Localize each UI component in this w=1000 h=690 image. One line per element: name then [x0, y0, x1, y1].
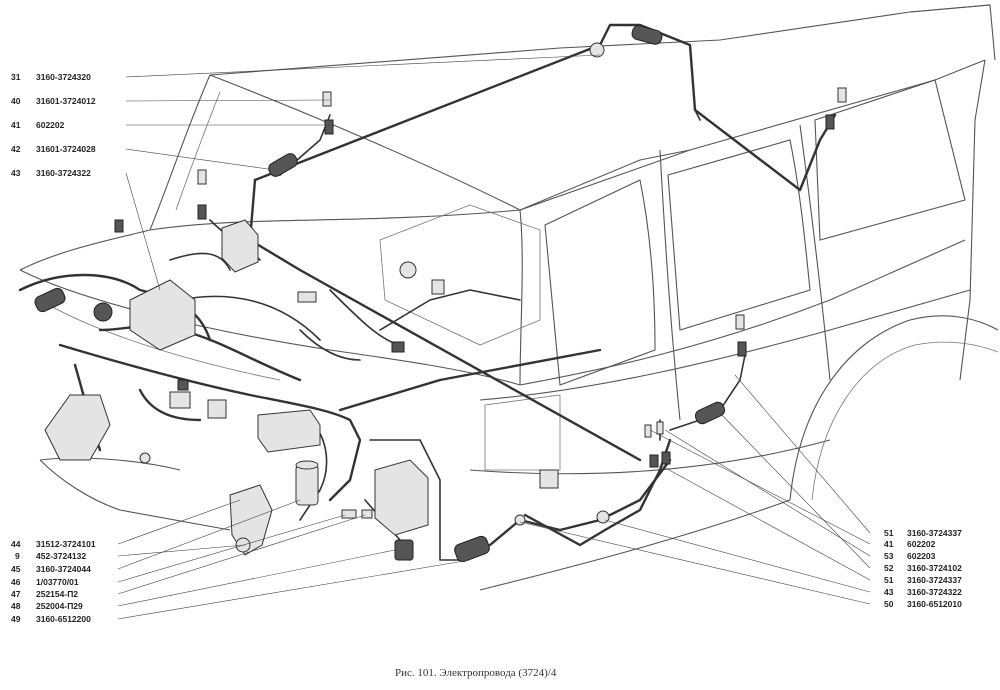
grommet [589, 42, 605, 58]
label-number: 44 [11, 539, 21, 549]
label-number: 42 [11, 144, 21, 154]
label-number: 43 [884, 587, 894, 597]
labels-left: 31 3160-3724320 40 31601-3724012 41 6022… [11, 72, 96, 624]
switch [431, 279, 445, 295]
label-number: 46 [11, 577, 21, 587]
label-code: 452-3724132 [36, 551, 86, 561]
instrument [399, 261, 417, 279]
label-number: 51 [884, 528, 894, 538]
label-number: 50 [884, 599, 894, 609]
label-number: 40 [11, 96, 21, 106]
label-code: 3160-6512200 [36, 614, 91, 624]
lamp [539, 469, 559, 489]
label-code: 31512-3724101 [36, 539, 96, 549]
label-number: 47 [11, 589, 21, 599]
car-body-outline [19, 4, 999, 591]
control-unit [129, 219, 429, 536]
label-code: 3160-3724102 [907, 563, 962, 573]
harness-components [34, 25, 847, 563]
label-code: 602203 [907, 551, 936, 561]
label-code: 3160-3724337 [907, 575, 962, 585]
switch [297, 291, 317, 303]
label-code: 31601-3724012 [36, 96, 96, 106]
label-number: 41 [884, 539, 894, 549]
leader-lines [117, 54, 871, 620]
label-code: 1/03770/01 [36, 577, 79, 587]
label-number: 43 [11, 168, 21, 178]
label-code: 602202 [907, 539, 936, 549]
label-number: 9 [15, 551, 20, 561]
label-code: 252004-П29 [36, 601, 83, 611]
label-number: 53 [884, 551, 894, 561]
label-code: 602202 [36, 120, 65, 130]
label-code: 3160-6512010 [907, 599, 962, 609]
ignition-coil [295, 460, 319, 506]
label-number: 31 [11, 72, 21, 82]
label-code: 3160-3724322 [907, 587, 962, 597]
figure-caption: Рис. 101. Электропровода (3724)/4 [395, 667, 557, 679]
label-number: 41 [11, 120, 21, 130]
label-number: 51 [884, 575, 894, 585]
label-code: 3160-3724322 [36, 168, 91, 178]
labels-right: 51 3160-3724337 41 602202 53 602203 52 3… [884, 528, 962, 609]
label-code: 3160-3724337 [907, 528, 962, 538]
corrugated-sleeve [268, 25, 726, 425]
connector [114, 87, 847, 468]
label-code: 252154-П2 [36, 589, 78, 599]
label-code: 3160-3724044 [36, 564, 91, 574]
grommet [596, 510, 610, 524]
label-code: 31601-3724028 [36, 144, 96, 154]
generator [44, 302, 151, 464]
label-number: 49 [11, 614, 21, 624]
label-code: 3160-3724320 [36, 72, 91, 82]
label-number: 48 [11, 601, 21, 611]
plug-socket [34, 287, 490, 563]
label-number: 52 [884, 563, 894, 573]
label-number: 45 [11, 564, 21, 574]
grommet [514, 514, 526, 526]
distributor [229, 484, 273, 556]
